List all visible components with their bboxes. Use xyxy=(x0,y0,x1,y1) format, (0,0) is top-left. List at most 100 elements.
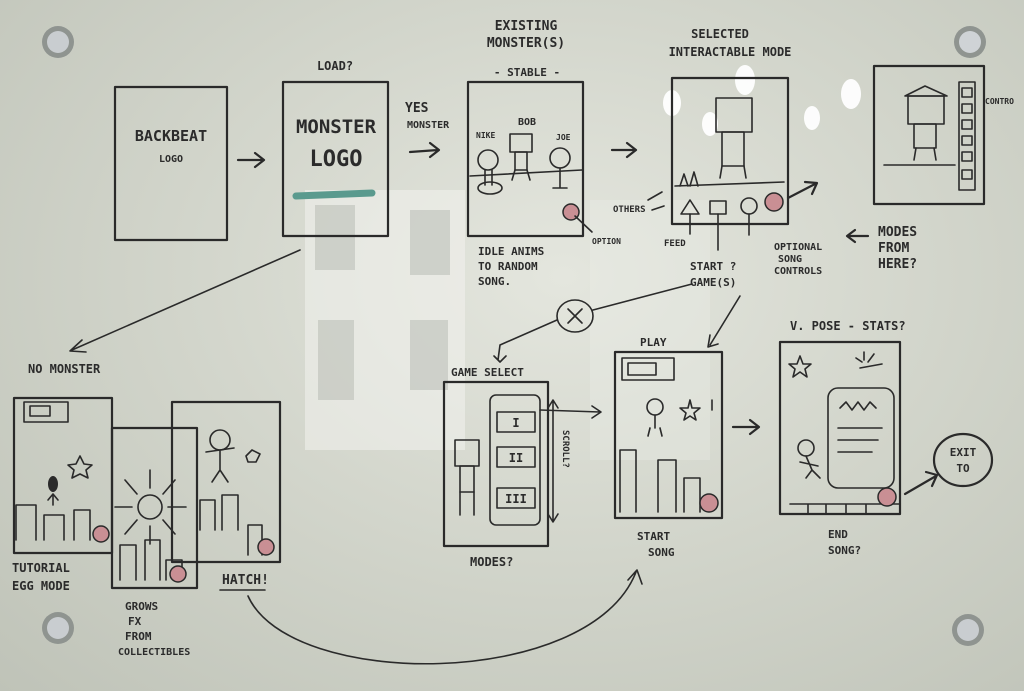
svg-text:HERE?: HERE? xyxy=(878,257,917,272)
grows-fx-label: GROWS xyxy=(125,600,158,613)
controls-label: CONTRO xyxy=(985,97,1014,106)
end-song-label: END xyxy=(828,528,848,541)
yes-monster-label: YES xyxy=(405,101,429,116)
scroll-label: SCROLL? xyxy=(560,430,570,468)
stable-label: - STABLE - xyxy=(494,66,560,79)
svg-text:III: III xyxy=(505,492,527,506)
player-monster xyxy=(646,398,664,437)
start-game-label: START ? xyxy=(690,260,736,273)
burst-icon xyxy=(114,469,187,545)
svg-text:BOB: BOB xyxy=(518,117,536,128)
arrow xyxy=(236,151,266,169)
monster-nike xyxy=(477,149,503,195)
arrow xyxy=(69,249,301,353)
start-song-label: START xyxy=(637,530,670,543)
option-label: OPTION xyxy=(592,237,621,246)
backbeat-logo-label: BACKBEAT xyxy=(135,127,207,145)
game-button-1[interactable]: I xyxy=(496,411,536,433)
game-select-label: GAME SELECT xyxy=(451,366,524,379)
play-screen-frame xyxy=(613,350,724,520)
cancel-marker xyxy=(556,299,594,333)
svg-text:MONSTER: MONSTER xyxy=(407,120,450,131)
svg-text:NIKE: NIKE xyxy=(476,131,495,140)
optional-song-controls-label: OPTIONAL xyxy=(774,242,822,253)
svg-text:GAME(S): GAME(S) xyxy=(690,276,736,289)
arrow xyxy=(408,141,441,159)
load-label: LOAD? xyxy=(317,59,353,73)
selected-mode-label: SELECTED xyxy=(691,27,749,41)
monster-bob xyxy=(509,133,533,181)
end-song-button[interactable] xyxy=(877,487,897,507)
svg-text:SONG.: SONG. xyxy=(478,275,511,288)
svg-text:JOE: JOE xyxy=(556,133,571,142)
svg-text:SONG?: SONG? xyxy=(828,544,861,557)
mounting-bolt xyxy=(952,614,984,646)
svg-text:LOGO: LOGO xyxy=(310,147,363,172)
arrow xyxy=(247,569,643,665)
mounting-bolt xyxy=(954,26,986,58)
svg-text:LOGO: LOGO xyxy=(159,154,183,165)
svg-text:FROM: FROM xyxy=(878,241,909,256)
balloon-icon[interactable] xyxy=(740,197,758,215)
loading-bar xyxy=(292,189,376,200)
monster-sideview xyxy=(454,439,480,516)
mounting-bolt xyxy=(42,612,74,644)
svg-text:COLLECTIBLES: COLLECTIBLES xyxy=(118,647,190,658)
play-label: PLAY xyxy=(640,336,667,349)
svg-text:SONG: SONG xyxy=(648,546,675,559)
stable-screen-frame xyxy=(466,80,585,238)
exit-to-label: EXIT xyxy=(950,446,977,459)
play-song-button[interactable] xyxy=(699,493,719,513)
song-control-button[interactable] xyxy=(764,192,784,212)
light-reflection xyxy=(663,65,861,136)
svg-text:CONTROLS: CONTROLS xyxy=(774,266,822,277)
svg-text:EGG MODE: EGG MODE xyxy=(12,579,70,593)
mounting-bolt xyxy=(42,26,74,58)
svg-text:II: II xyxy=(509,451,523,465)
hatch-song-button[interactable] xyxy=(257,538,275,556)
window-reflection xyxy=(305,190,465,450)
side-control-strip[interactable] xyxy=(958,81,976,191)
arrow xyxy=(610,141,638,159)
svg-text:FROM: FROM xyxy=(125,630,152,643)
others-label: OTHERS xyxy=(613,205,646,215)
svg-text:TO RANDOM: TO RANDOM xyxy=(478,260,538,273)
modes-label: MODES? xyxy=(470,555,513,569)
stack-icon[interactable] xyxy=(709,200,727,215)
posing-monster xyxy=(797,439,821,479)
grows-screen-frame xyxy=(110,426,199,590)
svg-text:I: I xyxy=(512,416,519,430)
svg-text:MONSTER(S): MONSTER(S) xyxy=(487,36,565,51)
monster-logo-label: MONSTER xyxy=(296,116,377,138)
pose-stats-label: V. POSE - STATS? xyxy=(790,319,906,333)
svg-text:SONG: SONG xyxy=(778,254,802,265)
idle-anims-label: IDLE ANIMS xyxy=(478,245,544,258)
game-button-2[interactable]: II xyxy=(496,446,536,468)
game-select-screen-frame xyxy=(442,380,550,548)
egg-icon xyxy=(48,476,58,492)
tutorial-egg-mode-label: TUTORIAL xyxy=(12,561,70,575)
no-monster-label: NO MONSTER xyxy=(28,362,101,376)
hatch-screen-frame xyxy=(170,400,282,564)
arrow xyxy=(731,418,761,436)
monster-joe xyxy=(549,147,571,189)
modes-from-here-label: MODES xyxy=(878,225,917,240)
game-button-3[interactable]: III xyxy=(496,487,536,509)
monster-house xyxy=(904,85,948,161)
egg-song-button[interactable] xyxy=(92,525,110,543)
monster-bob-large xyxy=(715,97,753,179)
backbeat-logo-frame xyxy=(113,85,229,242)
exit-to-button[interactable] xyxy=(932,432,994,488)
arrow xyxy=(845,228,870,244)
feed-label: FEED xyxy=(664,239,686,249)
svg-text:TO: TO xyxy=(956,462,970,475)
svg-text:INTERACTABLE MODE: INTERACTABLE MODE xyxy=(669,45,792,59)
grows-song-button[interactable] xyxy=(169,565,187,583)
controls-screen-frame xyxy=(872,64,986,206)
hatched-monster xyxy=(205,429,235,483)
hatch-label: HATCH! xyxy=(222,573,269,588)
stats-panel xyxy=(827,387,895,489)
existing-monsters-label: EXISTING xyxy=(495,19,558,34)
svg-text:FX: FX xyxy=(128,615,142,628)
